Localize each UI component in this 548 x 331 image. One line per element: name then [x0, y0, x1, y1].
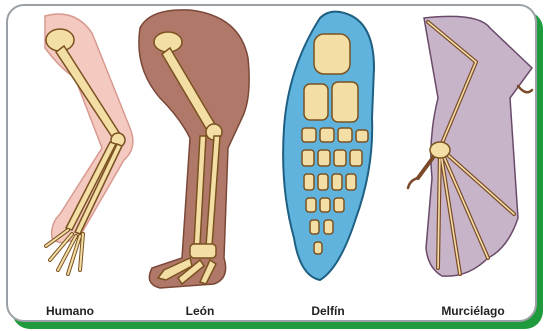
label-human: Humano	[30, 304, 110, 318]
lion-leg-illustration	[130, 8, 270, 298]
label-dolphin: Delfín	[298, 304, 358, 318]
label-lion: León	[170, 304, 230, 318]
bat-wrist-joint	[430, 142, 450, 158]
bat-foot-claw	[518, 86, 532, 92]
bat-wing-illustration	[398, 8, 538, 298]
bat-thumb-claw	[408, 178, 418, 188]
human-arm-illustration	[20, 8, 140, 298]
dolphin-flipper-illustration	[270, 8, 390, 298]
label-bat: Murciélago	[418, 304, 528, 318]
